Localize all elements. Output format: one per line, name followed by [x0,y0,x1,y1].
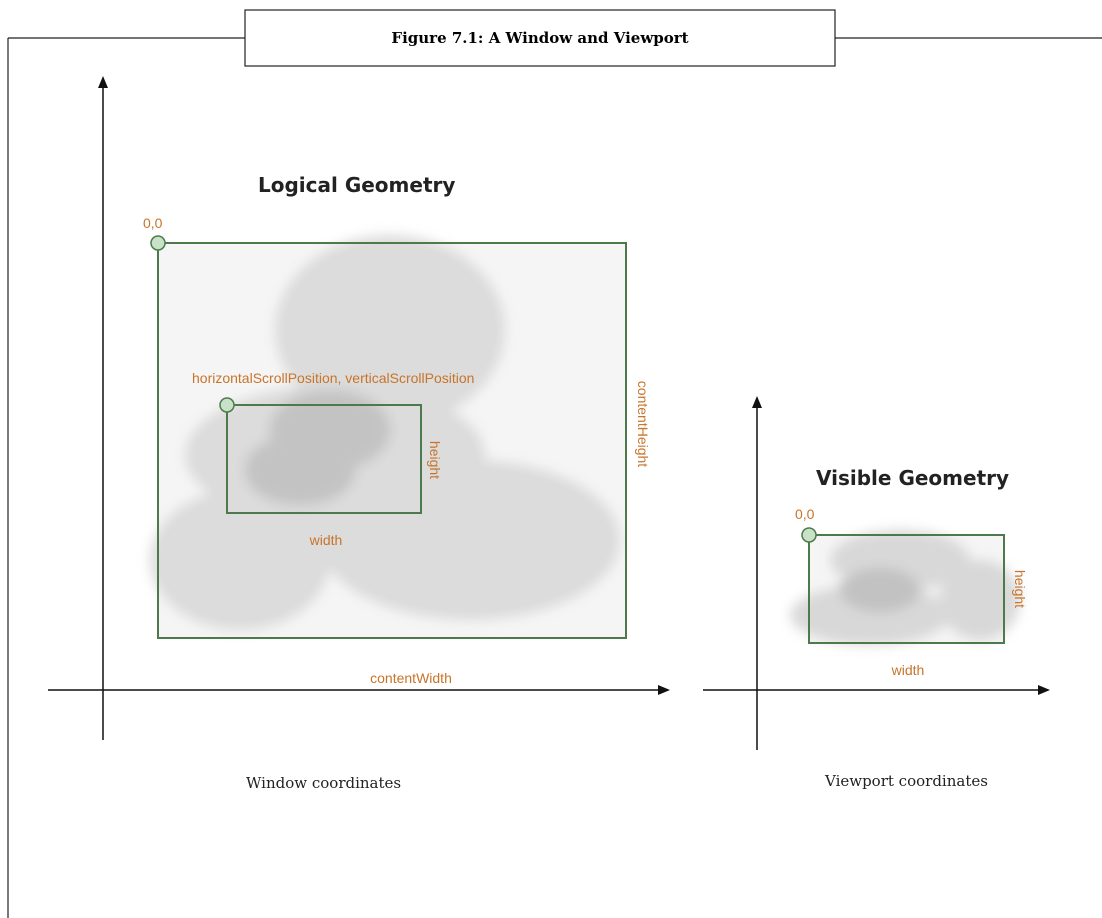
visible-geometry-heading: Visible Geometry [816,466,1009,490]
figure-caption-box: Figure 7.1: A Window and Viewport [244,9,836,67]
viewport-coordinates-group: Visible Geometry 0,0 height width Viewpo… [703,396,1050,790]
viewport-coordinates-caption: Viewport coordinates [824,772,988,790]
faded-portrait-crop-image [790,530,1020,645]
logical-geometry-heading: Logical Geometry [258,173,455,197]
window-coordinates-caption: Window coordinates [246,774,401,792]
page-frame [7,37,1102,918]
logical-origin-label: 0,0 [143,215,163,231]
content-width-label: contentWidth [370,670,452,686]
figure-caption: Figure 7.1: A Window and Viewport [391,29,688,47]
viewport-height-label: height [427,441,443,479]
visible-height-label: height [1012,570,1028,608]
window-coordinates-group: Logical Geometry 0,0 horizontalScrollPos… [48,76,670,792]
scroll-position-handle [219,397,235,413]
logical-content-frame [157,242,627,639]
visible-frame [808,534,1005,644]
visible-origin-label: 0,0 [795,506,815,522]
content-height-label: contentHeight [635,381,651,468]
scroll-position-label: horizontalScrollPosition, verticalScroll… [192,370,474,386]
scroll-viewport-frame [226,404,422,514]
faded-portrait-image [150,235,626,638]
logical-origin-handle [150,235,166,251]
viewport-width-label: width [309,532,343,548]
visible-width-label: width [891,662,925,678]
visible-origin-handle [801,527,817,543]
